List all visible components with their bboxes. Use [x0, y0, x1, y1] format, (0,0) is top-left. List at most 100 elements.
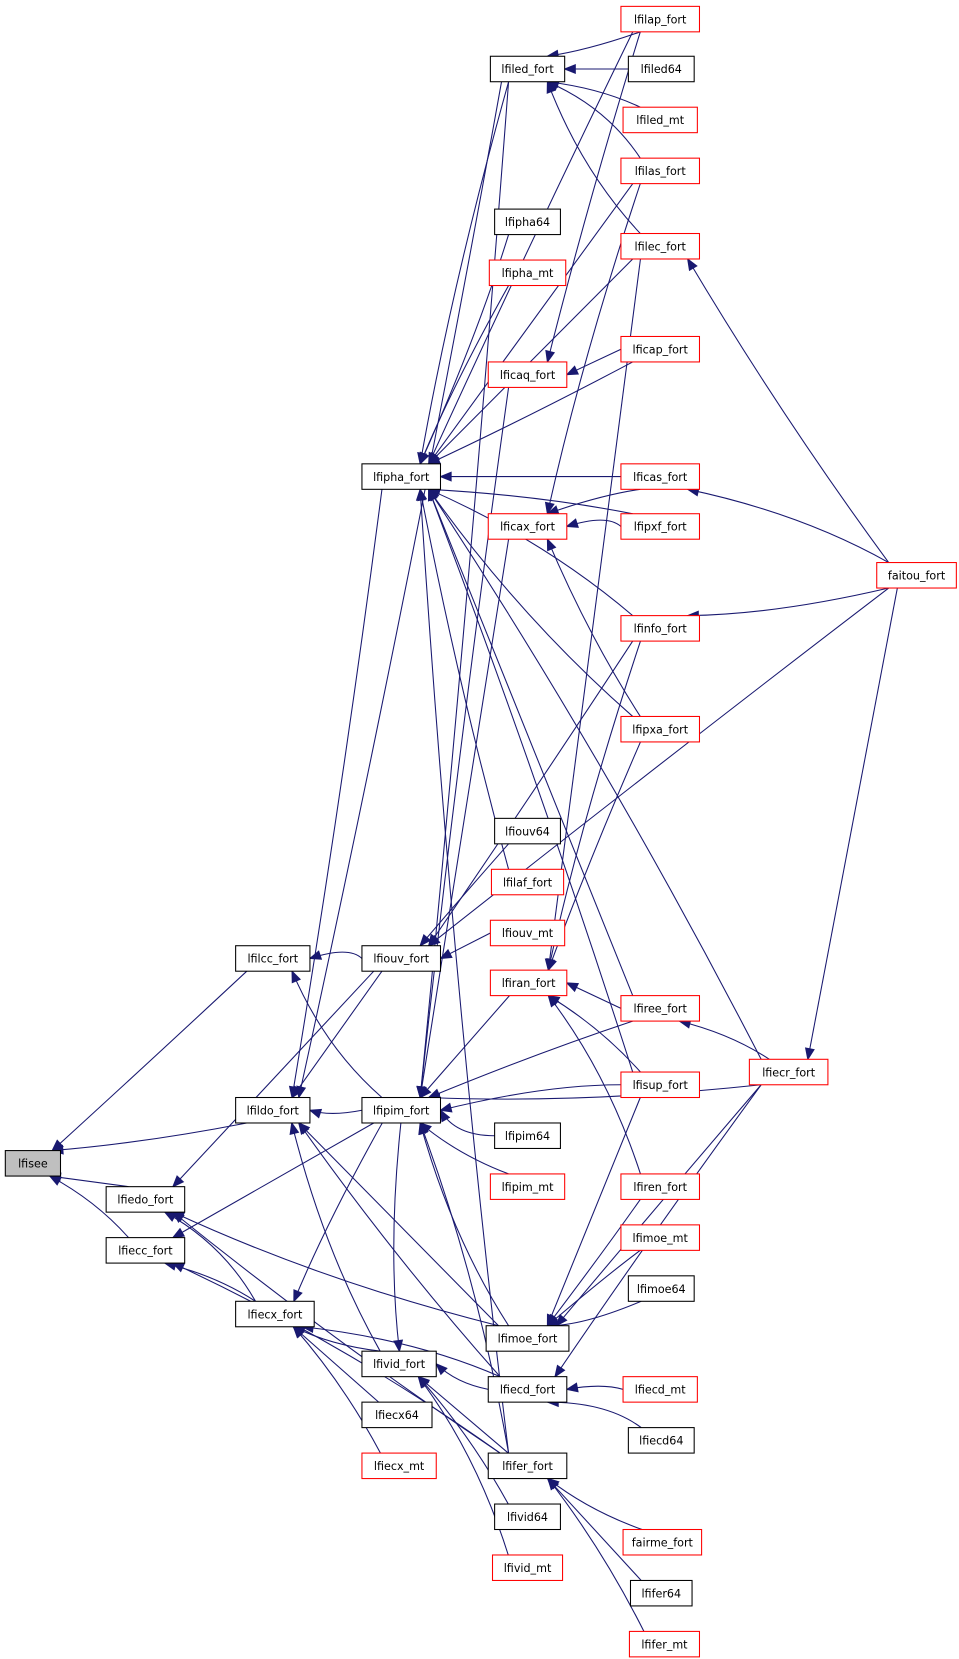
- node-box[interactable]: [620, 335, 701, 363]
- node-lfisee[interactable]: lfisee: [4, 1150, 62, 1177]
- node-faitou-fort[interactable]: faitou_fort: [876, 562, 957, 589]
- node-box[interactable]: [620, 463, 701, 490]
- node-lfimoe-fort[interactable]: lfimoe_fort: [485, 1325, 570, 1352]
- node-lfildo-fort[interactable]: lfildo_fort: [235, 1096, 311, 1124]
- node-box[interactable]: [491, 1554, 564, 1581]
- node-lfipxf-fort[interactable]: lfipxf_fort: [620, 513, 701, 540]
- node-lfiouv64[interactable]: lfiouv64: [494, 817, 561, 845]
- node-box[interactable]: [361, 463, 442, 490]
- node-box[interactable]: [620, 715, 701, 743]
- node-lfipha64[interactable]: lfipha64: [494, 208, 561, 236]
- node-lfiled-mt[interactable]: lfiled_mt: [622, 106, 698, 134]
- node-lfipim-fort[interactable]: lfipim_fort: [361, 1096, 442, 1124]
- node-box[interactable]: [494, 817, 561, 845]
- node-box[interactable]: [876, 562, 957, 589]
- node-lfiled-fort[interactable]: lfiled_fort: [489, 55, 566, 83]
- node-lfiecd-mt[interactable]: lfiecd_mt: [622, 1376, 698, 1403]
- node-lfivid-fort[interactable]: lfivid_fort: [361, 1350, 437, 1378]
- node-box[interactable]: [494, 208, 561, 236]
- node-box[interactable]: [361, 1452, 437, 1480]
- node-lfiedo-fort[interactable]: lfiedo_fort: [105, 1186, 186, 1213]
- node-lfilap-fort[interactable]: lfilap_fort: [620, 5, 701, 33]
- node-box[interactable]: [235, 1300, 315, 1328]
- node-box[interactable]: [494, 1503, 561, 1531]
- node-box[interactable]: [487, 513, 568, 540]
- node-box[interactable]: [487, 1376, 568, 1403]
- node-lfipxa-fort[interactable]: lfipxa_fort: [620, 715, 701, 743]
- node-box[interactable]: [629, 1579, 693, 1607]
- node-lfiecx64[interactable]: lfiecx64: [361, 1401, 433, 1429]
- node-lfiouv-mt[interactable]: lfiouv_mt: [489, 919, 566, 947]
- node-lfipim64[interactable]: lfipim64: [494, 1122, 561, 1149]
- node-lficaq-fort[interactable]: lficaq_fort: [487, 361, 568, 388]
- node-lficap-fort[interactable]: lficap_fort: [620, 335, 701, 363]
- node-box[interactable]: [490, 868, 565, 896]
- node-lfiran-fort[interactable]: lfiran_fort: [489, 969, 568, 997]
- node-box[interactable]: [105, 1237, 186, 1264]
- node-lficas-fort[interactable]: lficas_fort: [620, 463, 701, 490]
- node-lfilas-fort[interactable]: lfilas_fort: [620, 157, 701, 185]
- node-box[interactable]: [361, 1096, 442, 1124]
- node-box[interactable]: [620, 5, 701, 33]
- node-box[interactable]: [489, 919, 566, 947]
- node-lfiren-fort[interactable]: lfiren_fort: [620, 1173, 701, 1200]
- node-box[interactable]: [622, 1528, 703, 1556]
- node-box[interactable]: [620, 1173, 701, 1200]
- node-box[interactable]: [748, 1058, 829, 1086]
- node-box[interactable]: [4, 1150, 62, 1177]
- node-box[interactable]: [627, 55, 695, 83]
- node-box[interactable]: [235, 1096, 311, 1124]
- node-box[interactable]: [620, 615, 701, 642]
- node-lfifer-mt[interactable]: lfifer_mt: [628, 1630, 701, 1658]
- node-box[interactable]: [494, 1122, 561, 1149]
- node-lfipha-mt[interactable]: lfipha_mt: [488, 259, 567, 287]
- node-lfipim-mt[interactable]: lfipim_mt: [489, 1173, 566, 1200]
- node-box[interactable]: [361, 1401, 433, 1429]
- node-lfilaf-fort[interactable]: lfilaf_fort: [490, 868, 565, 896]
- node-box[interactable]: [620, 1224, 701, 1251]
- node-box[interactable]: [620, 1071, 701, 1099]
- node-lfivid64[interactable]: lfivid64: [494, 1503, 561, 1531]
- node-box[interactable]: [620, 157, 701, 185]
- node-lfiree-fort[interactable]: lfiree_fort: [620, 995, 701, 1022]
- node-box[interactable]: [361, 1350, 437, 1378]
- node-box[interactable]: [487, 361, 568, 388]
- node-box[interactable]: [485, 1325, 570, 1352]
- node-box[interactable]: [489, 1173, 566, 1200]
- node-lfivid-mt[interactable]: lfivid_mt: [491, 1554, 564, 1581]
- node-box[interactable]: [487, 1452, 568, 1480]
- node-lfinfo-fort[interactable]: lfinfo_fort: [620, 615, 701, 642]
- node-box[interactable]: [105, 1186, 186, 1213]
- node-lfiecx-fort[interactable]: lfiecx_fort: [235, 1300, 315, 1328]
- node-lfisup-fort[interactable]: lfisup_fort: [620, 1071, 701, 1099]
- node-fairme-fort[interactable]: fairme_fort: [622, 1528, 703, 1556]
- node-box[interactable]: [620, 513, 701, 540]
- node-box[interactable]: [622, 1376, 698, 1403]
- node-lfilec-fort[interactable]: lfilec_fort: [620, 232, 701, 260]
- node-lfifer64[interactable]: lfifer64: [629, 1579, 693, 1607]
- node-box[interactable]: [622, 106, 698, 134]
- node-lfiecr-fort[interactable]: lfiecr_fort: [748, 1058, 829, 1086]
- node-box[interactable]: [620, 232, 701, 260]
- node-box[interactable]: [628, 1630, 701, 1658]
- node-box[interactable]: [627, 1427, 695, 1454]
- node-box[interactable]: [488, 259, 567, 287]
- node-lfiecd-fort[interactable]: lfiecd_fort: [487, 1376, 568, 1403]
- node-box[interactable]: [361, 945, 442, 972]
- node-lfiecx-mt[interactable]: lfiecx_mt: [361, 1452, 437, 1480]
- node-lfiecc-fort[interactable]: lfiecc_fort: [105, 1237, 186, 1264]
- node-lficax-fort[interactable]: lficax_fort: [487, 513, 568, 540]
- node-box[interactable]: [489, 55, 566, 83]
- node-lfilcc-fort[interactable]: lfilcc_fort: [235, 945, 311, 972]
- node-lfiecd64[interactable]: lfiecd64: [627, 1427, 695, 1454]
- node-box[interactable]: [489, 969, 568, 997]
- node-lfipha-fort[interactable]: lfipha_fort: [361, 463, 442, 490]
- node-lfiled64[interactable]: lfiled64: [627, 55, 695, 83]
- node-lfiouv-fort[interactable]: lfiouv_fort: [361, 945, 442, 972]
- node-box[interactable]: [627, 1275, 695, 1302]
- node-lfimoe-mt[interactable]: lfimoe_mt: [620, 1224, 701, 1251]
- node-lfifer-fort[interactable]: lfifer_fort: [487, 1452, 568, 1480]
- node-box[interactable]: [235, 945, 311, 972]
- node-box[interactable]: [620, 995, 701, 1022]
- node-lfimoe64[interactable]: lfimoe64: [627, 1275, 695, 1302]
